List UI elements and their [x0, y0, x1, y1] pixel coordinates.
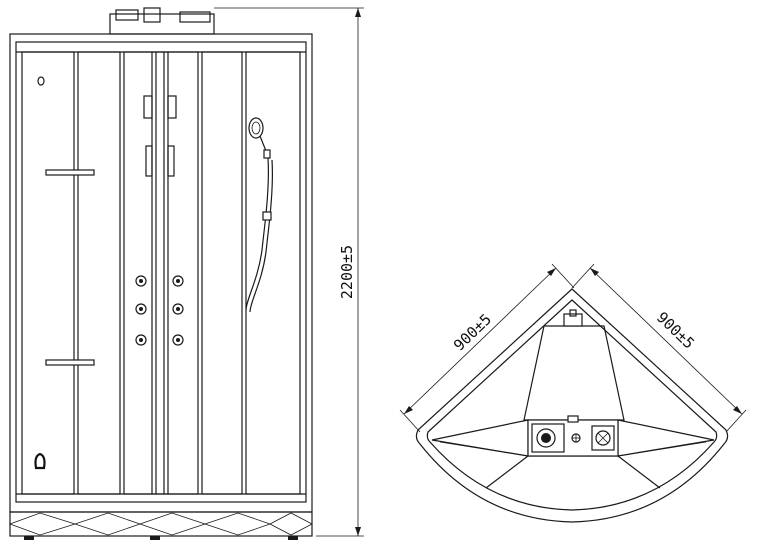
left-glass-panel: [21, 51, 75, 495]
right-door-panel: [201, 51, 243, 495]
roof-fitting-plan: [563, 309, 583, 327]
tray-inner-outline: [426, 299, 718, 511]
hook-icon: [37, 76, 45, 86]
control-panel: [143, 95, 177, 177]
shower-head-icon: [248, 117, 271, 159]
left-side-dimension: 900±5: [399, 263, 575, 433]
height-dimension: 2200±5: [214, 7, 364, 537]
cabin-inner-frame: [15, 41, 307, 503]
towel-bar-lower: [45, 359, 95, 366]
height-label: 2200±5: [338, 245, 356, 299]
fan-icon: [591, 425, 615, 451]
towel-bar-upper: [45, 169, 95, 176]
body-jet-icon: [135, 275, 184, 346]
right-seat: [617, 419, 715, 457]
center-column: [123, 51, 199, 495]
roof-fitting: [109, 7, 215, 35]
tray-outline: [415, 288, 729, 523]
plan-view: 900±5 900±5: [399, 263, 747, 523]
shower-hose: [245, 157, 273, 313]
right-side-dimension: 900±5: [571, 263, 747, 433]
base-skirt: [8, 511, 313, 540]
right-glass-panel: [245, 51, 301, 495]
right-side-label: 900±5: [653, 308, 698, 352]
cabin-frame: [9, 33, 313, 513]
control-module: [527, 415, 619, 457]
back-wall: [523, 325, 625, 421]
left-seat: [431, 419, 529, 457]
left-door-panel: [77, 51, 121, 495]
door-handle-icon: [34, 452, 46, 470]
front-step: [485, 455, 661, 489]
front-elevation: [8, 7, 313, 540]
